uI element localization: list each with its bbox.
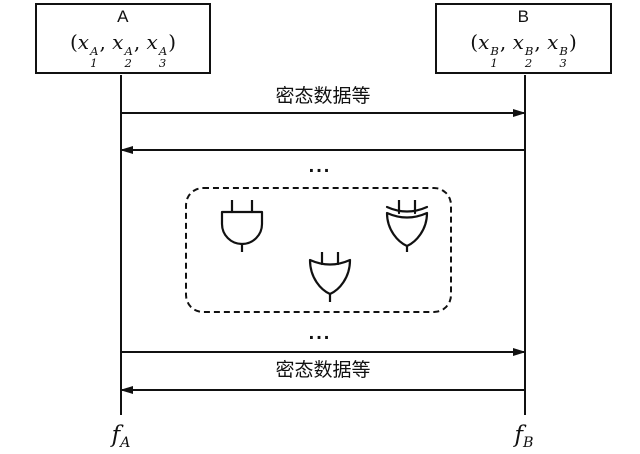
message-arrow-b-to-a-1 xyxy=(120,146,525,154)
message-arrow-a-to-b-2 xyxy=(121,348,526,356)
or-gate-icon xyxy=(308,252,352,302)
message-label-bottom: 密态数据等 xyxy=(275,360,371,381)
lifeline-a xyxy=(120,75,122,415)
output-fa-label: fA xyxy=(111,422,131,451)
arrowhead-right-icon xyxy=(513,348,526,356)
ellipsis-top: ... xyxy=(308,155,332,177)
ellipsis-bottom: ... xyxy=(308,322,332,344)
message-label-top: 密态数据等 xyxy=(275,86,371,107)
garbled-circuit-box xyxy=(185,187,452,313)
and-gate-icon xyxy=(217,200,267,252)
output-fb-label: fB xyxy=(514,422,534,451)
lifeline-b xyxy=(524,75,526,415)
party-b-title: B xyxy=(517,7,530,27)
arrowhead-left-icon xyxy=(120,386,133,394)
arrowhead-right-icon xyxy=(513,109,526,117)
message-arrow-b-to-a-2 xyxy=(120,386,525,394)
message-arrow-a-to-b-1 xyxy=(121,109,526,117)
xor-gate-icon xyxy=(384,200,430,252)
arrowhead-left-icon xyxy=(120,146,133,154)
party-a-title: A xyxy=(117,7,129,27)
